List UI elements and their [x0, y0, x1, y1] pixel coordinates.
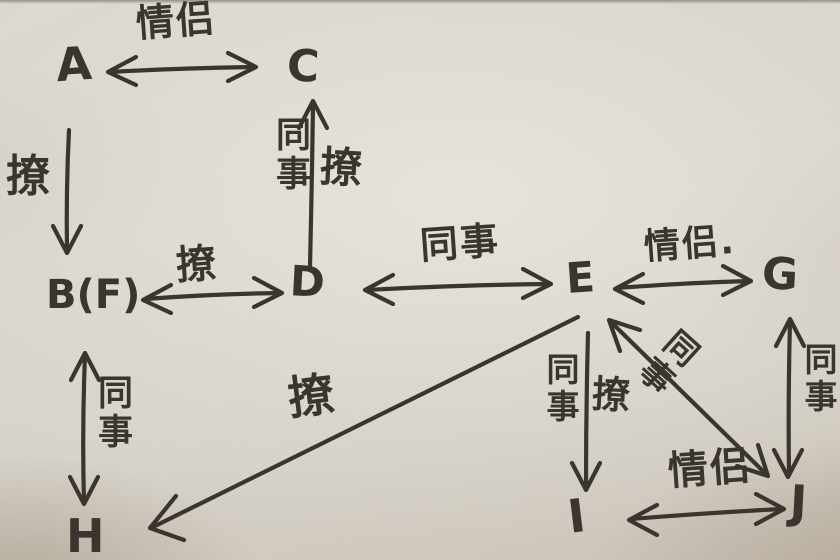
node-c: C: [285, 40, 321, 93]
node-g: G: [760, 248, 800, 301]
edge-e-h: [147, 314, 581, 543]
edge-a-c: [105, 50, 259, 88]
node-e: E: [564, 252, 597, 303]
paper-top-shadow: [0, 0, 840, 4]
edge-g-j: [771, 316, 807, 480]
edge-label-d-e: 同事: [418, 218, 502, 268]
edge-label-g-j: 同事: [799, 342, 838, 416]
edge-e-g: [612, 263, 754, 306]
edge-label-e-g: 情侣.: [642, 220, 737, 269]
edge-label-d-c-left: 同事: [270, 116, 310, 194]
node-b: B(F): [46, 272, 141, 318]
node-a: A: [54, 35, 94, 93]
edge-e-j: [606, 317, 771, 479]
edge-b-h: [67, 350, 102, 507]
edge-d-e: [362, 266, 554, 307]
edge-label-b-h: 同事: [92, 374, 132, 452]
edge-label-e-i-right: 撩: [590, 371, 634, 419]
edge-label-a-c: 情侣: [134, 0, 218, 46]
edge-label-d-c-right: 撩: [318, 141, 366, 194]
node-j: J: [788, 474, 809, 530]
edge-b-d: [140, 275, 285, 316]
node-h: H: [66, 509, 105, 560]
edge-d-c: [296, 98, 330, 269]
edge-i-j: [626, 491, 787, 538]
edge-label-e-h: 撩: [284, 366, 340, 426]
edge-label-e-i-left: 同事: [541, 352, 580, 426]
node-d: D: [288, 256, 327, 307]
edge-label-b-d: 撩: [174, 240, 220, 290]
edge-a-b: [50, 127, 84, 256]
edge-label-a-b: 撩: [6, 151, 52, 202]
edge-e-i: [569, 330, 603, 493]
edge-label-i-j: 情侣: [666, 443, 754, 495]
